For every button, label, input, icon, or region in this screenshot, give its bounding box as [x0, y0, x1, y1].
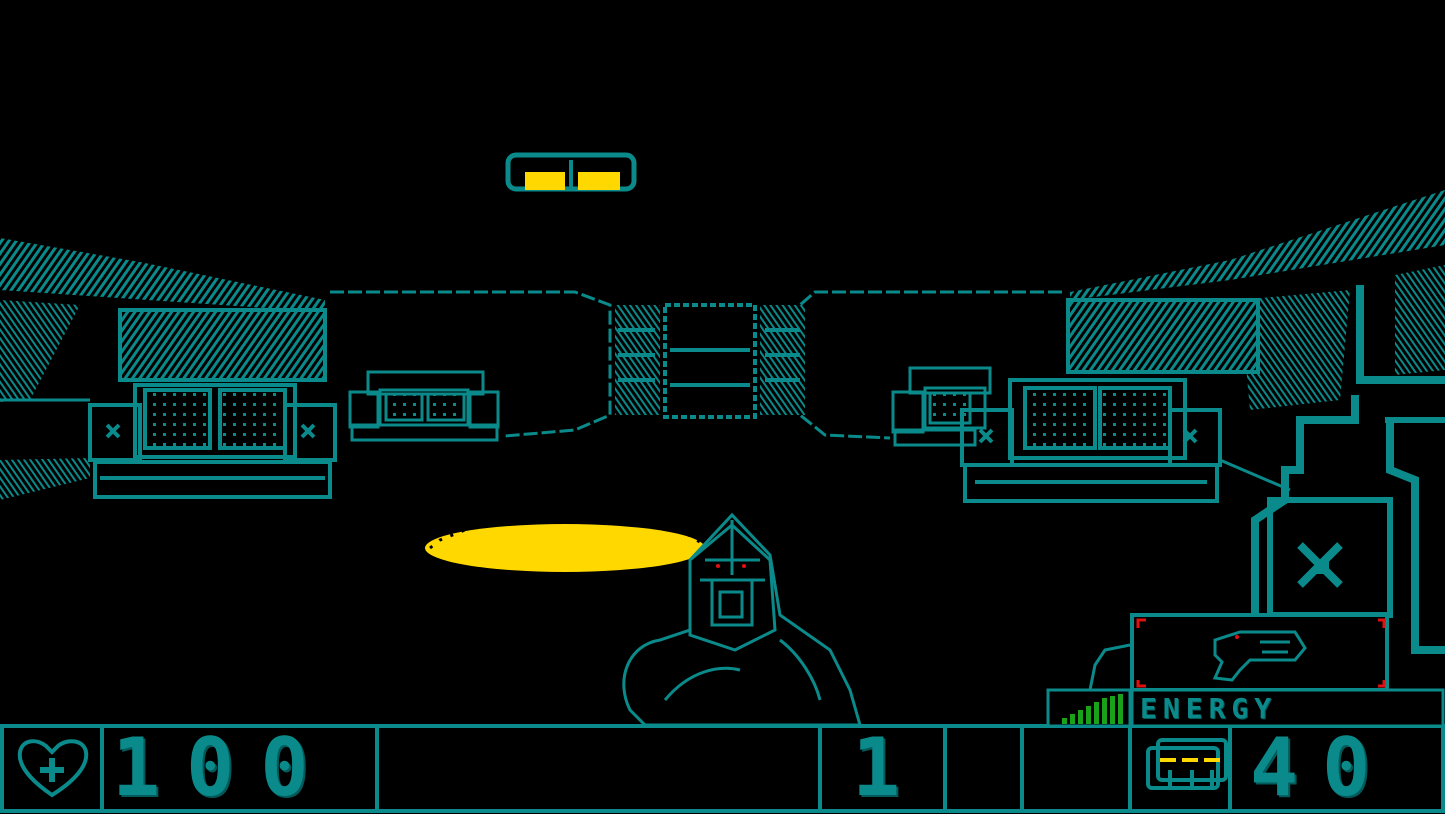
cable [1088, 643, 1131, 691]
right-wall [1070, 190, 1445, 492]
right-machine [1251, 285, 1445, 654]
left-wall [0, 238, 325, 500]
ceiling-light [505, 152, 637, 192]
heart-plus-icon [17, 739, 89, 798]
left-sofa-far [348, 370, 500, 442]
energy-counter: 40 [1250, 721, 1395, 814]
back-door [615, 303, 805, 419]
right-sofa-near [960, 298, 1260, 503]
health-counter: 100 [112, 721, 335, 814]
signal-bars-icon [1046, 688, 1132, 728]
energy-label: ENERGY [1140, 692, 1278, 725]
yellow-puddle [425, 520, 706, 572]
back-room [330, 290, 1062, 440]
weapon-panel [1130, 613, 1389, 692]
energy-label-box [1130, 688, 1445, 728]
weapon-slot-number: 1 [852, 721, 903, 814]
player-weapon-hand [622, 512, 862, 727]
blaster-pistol-icon [1212, 630, 1307, 682]
left-sofa-near [88, 308, 337, 499]
battery-icon [1146, 738, 1228, 790]
